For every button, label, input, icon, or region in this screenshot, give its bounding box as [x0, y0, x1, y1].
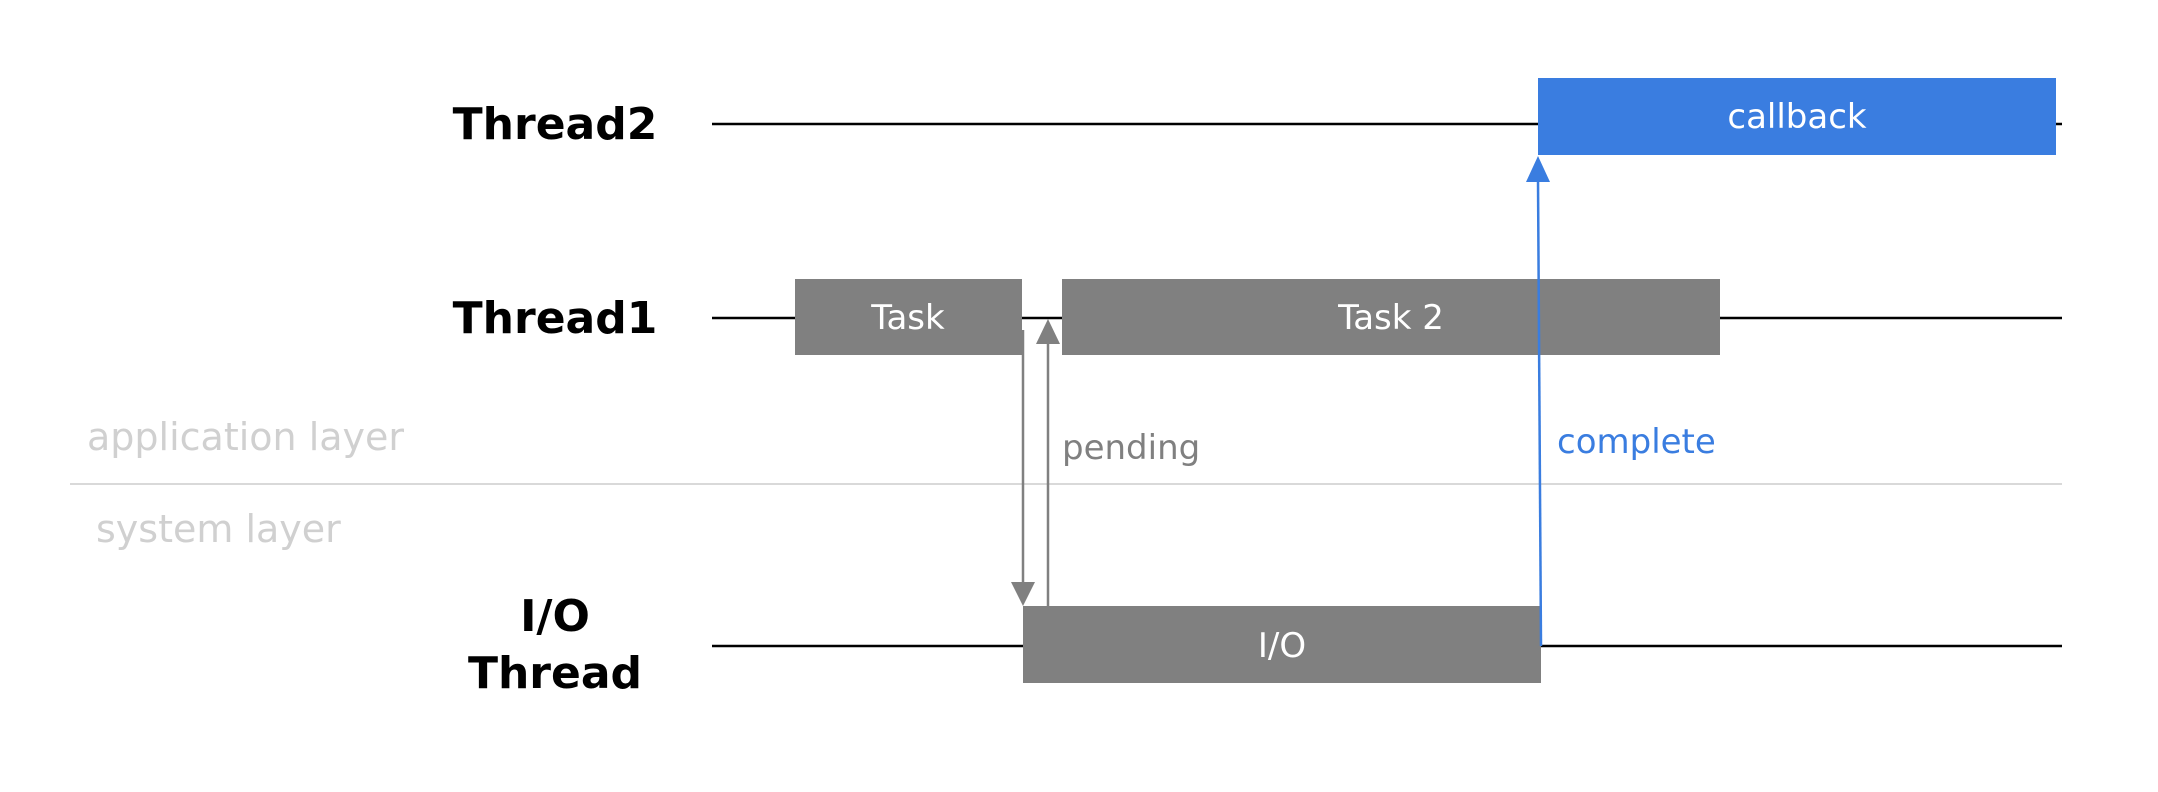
complete-label: complete	[1557, 422, 1716, 462]
pending-up-arrowhead	[1036, 319, 1060, 344]
pending-label: pending	[1062, 428, 1200, 468]
pending-down-arrowhead	[1011, 582, 1035, 606]
io-thread-label-line2: Thread	[468, 648, 642, 699]
complete-arrow	[1536, 179, 1543, 647]
io-thread-label-line1: I/O	[520, 591, 590, 642]
task2-block-label: Task 2	[1337, 298, 1444, 338]
task2-block	[1062, 279, 1720, 355]
task-block	[795, 279, 1022, 355]
complete-arrowhead	[1526, 156, 1550, 182]
io-block-label: I/O	[1258, 626, 1306, 666]
thread1-label: Thread1	[453, 293, 658, 344]
io-block	[1023, 606, 1541, 683]
system-layer-label: system layer	[96, 507, 341, 551]
thread2-label: Thread2	[453, 99, 658, 150]
callback-block	[1538, 78, 2056, 155]
task-block-label: Task	[870, 298, 945, 338]
application-layer-label: application layer	[87, 415, 404, 459]
callback-block-label: callback	[1727, 97, 1867, 137]
